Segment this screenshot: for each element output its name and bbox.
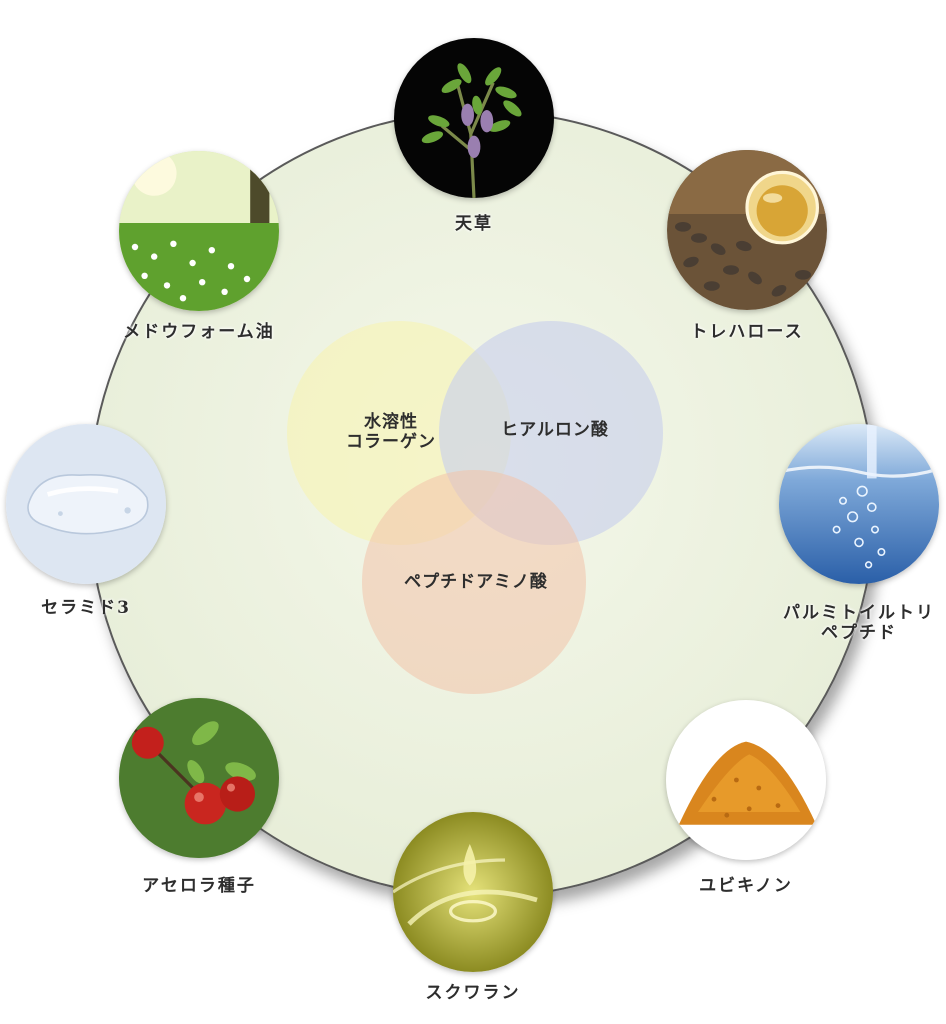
oil-droplet-icon [393, 812, 553, 972]
acerola-fruit-icon [119, 698, 279, 858]
venn-label-collagen: 水溶性コラーゲン [336, 412, 446, 452]
seeds-oil-icon [667, 150, 827, 310]
meadow-flowers-icon [119, 151, 279, 311]
ingredient-label: スクワラン [393, 983, 553, 1003]
ingredient-label: 天草 [414, 214, 534, 234]
ingredient-label: セラミド3 [6, 598, 166, 618]
herb-plant-icon [394, 38, 554, 198]
water-bubbles-icon [779, 424, 939, 584]
ingredient-label: メドウフォーム油 [104, 322, 294, 342]
venn-label-peptide: ペプチドアミノ酸 [383, 572, 569, 592]
orange-powder-icon [666, 700, 826, 860]
gel-drop-icon [6, 424, 166, 584]
ingredient-label: パルミトイルトリペプチド [769, 603, 946, 643]
ingredient-label: アセロラ種子 [109, 876, 289, 896]
ingredient-label: トレハロース [667, 322, 827, 342]
venn-label-hyaluronic: ヒアルロン酸 [480, 420, 630, 440]
ingredient-label: ユビキノン [666, 876, 826, 896]
